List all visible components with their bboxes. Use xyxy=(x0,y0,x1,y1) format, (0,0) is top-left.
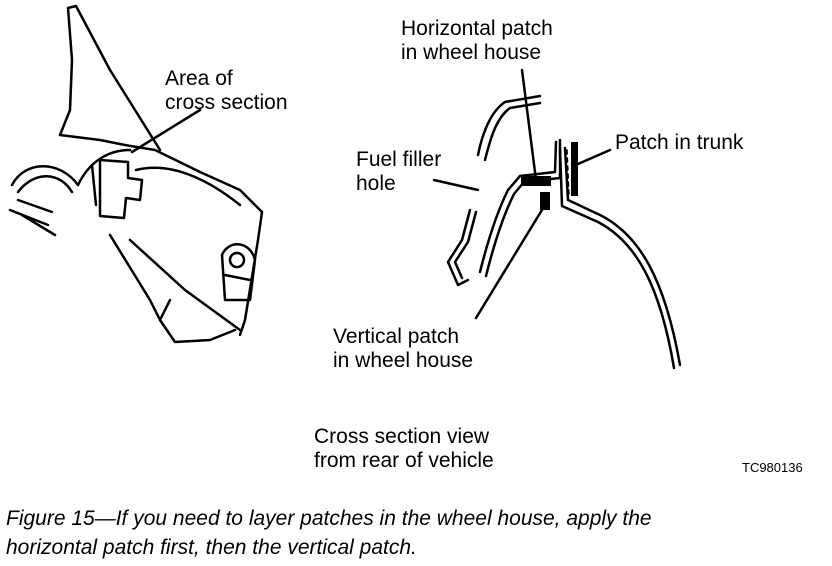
caption-line-1: Figure 15—If you need to layer patches i… xyxy=(6,507,652,530)
trunk-patch-shape xyxy=(571,142,578,196)
view-description-label: Cross section view from rear of vehicle xyxy=(314,425,494,472)
horizontal-patch-label: Horizontal patch in wheel house xyxy=(401,17,553,64)
cross-section-profile-drawing xyxy=(446,94,682,370)
vertical-patch-shape xyxy=(540,192,550,210)
horizontal-patch-leader xyxy=(520,68,538,182)
fuel-filler-hole-label: Fuel filler hole xyxy=(356,148,442,195)
patch-in-trunk-leader xyxy=(576,148,612,166)
vertical-patch-label: Vertical patch in wheel house xyxy=(333,325,474,372)
area-cross-section-leader xyxy=(130,108,202,154)
fuel-filler-leader xyxy=(432,178,480,192)
figure-caption: Figure 15—If you need to layer patches i… xyxy=(6,504,652,562)
caption-line-2: horizontal patch first, then the vertica… xyxy=(6,536,417,559)
car-body-quarter-panel-drawing xyxy=(8,4,264,344)
leader-lines xyxy=(130,68,612,320)
patch-in-trunk-label: Patch in trunk xyxy=(615,131,744,154)
figure-id: TC980136 xyxy=(742,460,803,475)
vertical-patch-leader xyxy=(474,203,547,320)
area-cross-section-label: Area of cross section xyxy=(165,67,288,114)
